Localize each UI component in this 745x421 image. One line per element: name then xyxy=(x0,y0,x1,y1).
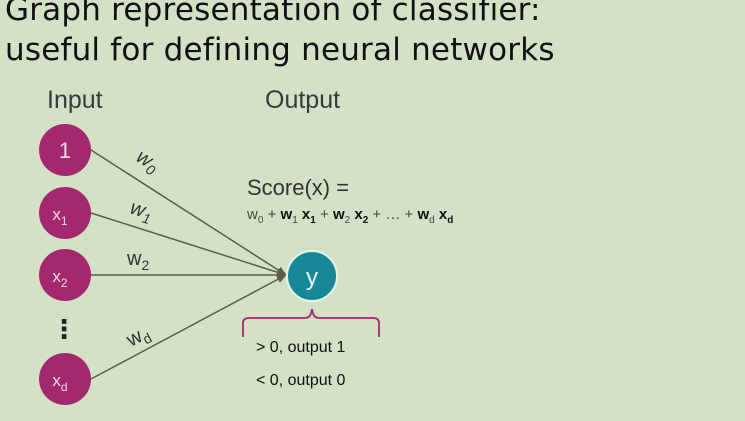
score-equation: w0 + w1 x1 + w2 x2 + … + wd xd xyxy=(247,206,454,226)
curly-brace xyxy=(242,308,380,337)
weight-label-w2: w2 xyxy=(126,248,149,273)
weight-label-w0: w0 xyxy=(131,146,163,179)
svg-text:xd: xd xyxy=(52,371,67,394)
input-node-x2: x2 xyxy=(39,249,91,301)
input-node-x1: x1 xyxy=(39,187,91,239)
weight-label-wd: wd xyxy=(122,322,154,355)
svg-text:1: 1 xyxy=(59,138,71,163)
svg-text:x1: x1 xyxy=(52,205,68,228)
input-node-xd: xd xyxy=(39,353,91,405)
slide-title-line-1: Graph representation of classifier: xyxy=(5,0,541,28)
rule-positive: > 0, output 1 xyxy=(256,339,346,356)
ellipsis-vertical: ⋮ xyxy=(51,315,77,345)
output-column-label: Output xyxy=(265,86,341,114)
input-node-bias: 1 xyxy=(39,124,91,176)
edge-x1-to-y xyxy=(90,212,287,277)
edge-1-to-y xyxy=(90,149,287,276)
svg-text:y: y xyxy=(306,264,318,291)
rule-negative: < 0, output 0 xyxy=(256,372,346,389)
score-label: Score(x) = xyxy=(247,175,350,200)
slide-title-line-2: useful for defining neural networks xyxy=(5,32,555,68)
input-column-label: Input xyxy=(47,86,103,114)
svg-text:x2: x2 xyxy=(52,267,68,290)
output-node-y: y xyxy=(286,250,338,302)
weight-label-w1: w1 xyxy=(127,197,156,227)
edge-xd-to-y xyxy=(90,274,287,380)
